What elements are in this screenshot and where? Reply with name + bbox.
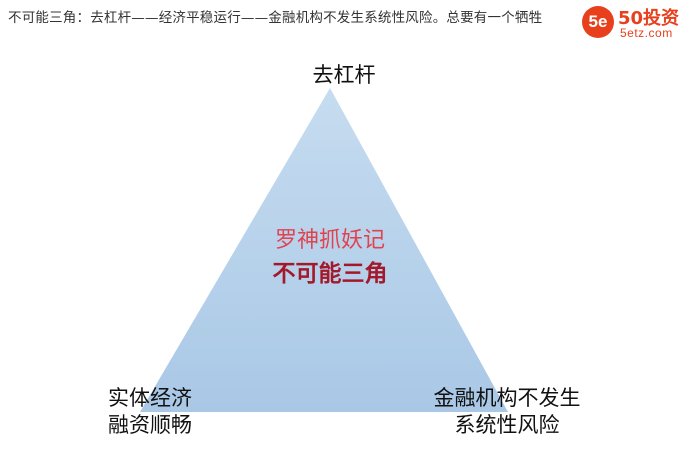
- right-vertex-label: 金融机构不发生 系统性风险: [412, 385, 602, 439]
- triangle-shape: [140, 88, 508, 412]
- logo-domain-text: 5etz.com: [620, 26, 673, 40]
- left-vertex-line-2: 融资顺畅: [108, 413, 192, 437]
- left-vertex-label: 实体经济 融资顺畅: [92, 385, 208, 439]
- center-title: 不可能三角: [272, 261, 388, 287]
- center-subtitle: 罗神抓妖记: [274, 228, 385, 253]
- header-caption: 不可能三角：去杠杆——经济平稳运行——金融机构不发生系统性风险。总要有一个牺牲: [8, 10, 543, 26]
- right-vertex-line-1: 金融机构不发生: [433, 386, 581, 410]
- right-vertex-line-2: 系统性风险: [454, 413, 560, 437]
- logo-brand-text: 50投资: [618, 8, 680, 29]
- site-watermark-logo: 5e 50投资 5etz.com: [578, 2, 686, 44]
- top-vertex-label: 去杠杆: [312, 63, 376, 87]
- logo-icon: 5e: [582, 6, 614, 38]
- left-vertex-line-1: 实体经济: [108, 386, 192, 410]
